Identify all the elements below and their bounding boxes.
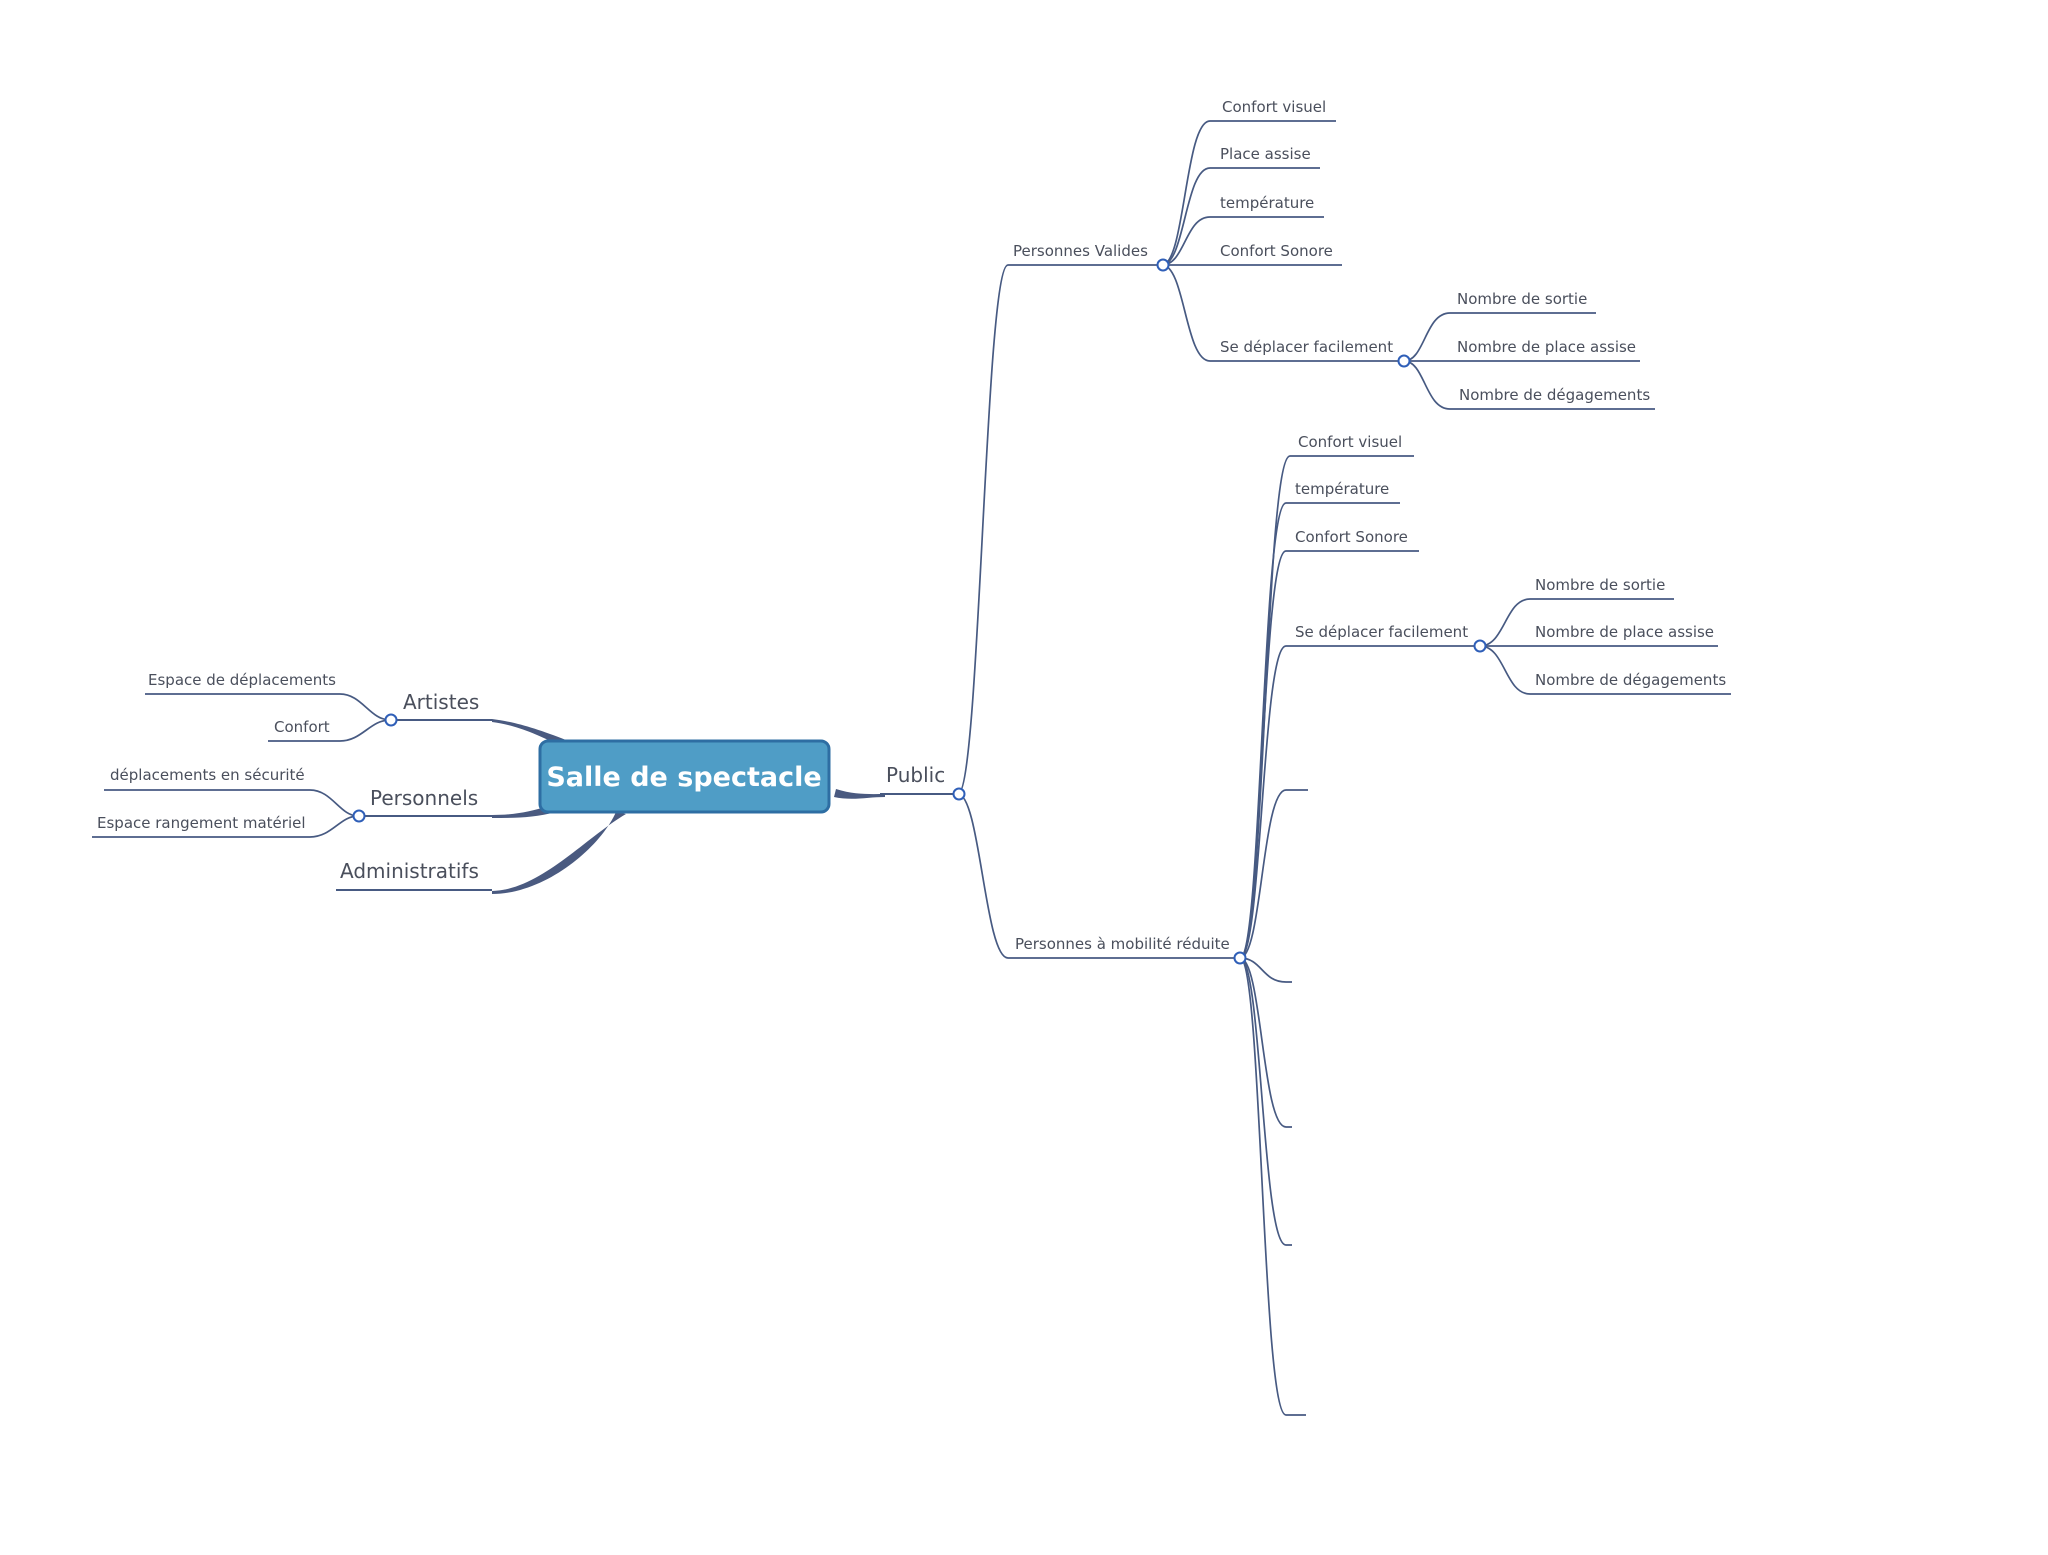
root-topic[interactable]	[538, 739, 831, 814]
pv-se-deplacer-collapse-toggle[interactable]	[1397, 354, 1411, 368]
pv-confort-visuel-label: Confort visuel	[1222, 98, 1326, 116]
confort-artistes-label: Confort	[274, 718, 330, 736]
connector-pmr-empty-1	[1239, 789, 1308, 959]
connector-pv-confort-visuel	[1161, 120, 1336, 266]
pv-place-assise-label: Place assise	[1220, 145, 1311, 163]
personnes-valides-label: Personnes Valides	[1013, 242, 1148, 260]
pmr-confort-visuel-label: Confort visuel	[1298, 433, 1402, 451]
pmr-nombre-place-label: Nombre de place assise	[1535, 623, 1714, 641]
pmr-se-deplacer-label: Se déplacer facilement	[1295, 623, 1468, 641]
artistes-label: Artistes	[403, 690, 479, 714]
pv-nombre-degagements-label: Nombre de dégagements	[1459, 386, 1650, 404]
connector-pv-nombre-degagements	[1403, 360, 1655, 410]
pv-confort-sonore-label: Confort Sonore	[1220, 242, 1333, 260]
personnes-valides-collapse-toggle[interactable]	[1156, 258, 1170, 272]
connector-pmr	[957, 793, 1238, 959]
pmr-temperature-label: température	[1295, 480, 1389, 498]
connector-espace-deplacements	[145, 693, 391, 721]
connector-personnes-valides	[957, 264, 1160, 795]
espace-rangement-label: Espace rangement matériel	[97, 814, 306, 832]
pv-se-deplacer-label: Se déplacer facilement	[1220, 338, 1393, 356]
pmr-nombre-degagements-label: Nombre de dégagements	[1535, 671, 1726, 689]
branch-artistes	[492, 719, 566, 746]
pmr-nombre-sortie-label: Nombre de sortie	[1535, 576, 1665, 594]
connector-pv-se-deplacer	[1161, 264, 1403, 362]
artistes-collapse-toggle[interactable]	[384, 713, 398, 727]
connector-pmr-empty-2	[1239, 957, 1292, 983]
connector-pv-place-assise	[1161, 167, 1320, 266]
pv-nombre-sortie-label: Nombre de sortie	[1457, 290, 1587, 308]
connector-deplacements-securite	[104, 789, 359, 817]
espace-deplacements-label: Espace de déplacements	[148, 671, 336, 689]
connector-pmr-nombre-sortie	[1479, 598, 1674, 647]
personnels-label: Personnels	[370, 786, 478, 810]
connector-pmr-nombre-degagements	[1479, 645, 1731, 695]
branch-administratifs	[492, 812, 626, 894]
pv-nombre-place-label: Nombre de place assise	[1457, 338, 1636, 356]
connector-pmr-confort-sonore	[1239, 550, 1419, 959]
public-label: Public	[886, 763, 945, 787]
connector-pv-nombre-sortie	[1403, 312, 1596, 362]
deplacements-securite-label: déplacements en sécurité	[110, 766, 305, 784]
branch-public	[834, 789, 885, 799]
personnels-collapse-toggle[interactable]	[352, 809, 366, 823]
connector-pmr-se-deplacer	[1239, 645, 1480, 959]
pv-temperature-label: température	[1220, 194, 1314, 212]
connector-pmr-empty-3	[1239, 957, 1292, 1128]
pmr-se-deplacer-collapse-toggle[interactable]	[1473, 639, 1487, 653]
pmr-confort-sonore-label: Confort Sonore	[1295, 528, 1408, 546]
connector-pmr-empty-5	[1239, 957, 1306, 1416]
pmr-label: Personnes à mobilité réduite	[1015, 935, 1230, 953]
connector-confort-artistes	[268, 719, 391, 742]
root-topic-label: Salle de spectacle	[546, 762, 821, 793]
connector-pmr-empty-4	[1239, 957, 1292, 1246]
pmr-collapse-toggle[interactable]	[1233, 951, 1247, 965]
administratifs-label: Administratifs	[340, 859, 479, 883]
public-collapse-toggle[interactable]	[952, 787, 966, 801]
